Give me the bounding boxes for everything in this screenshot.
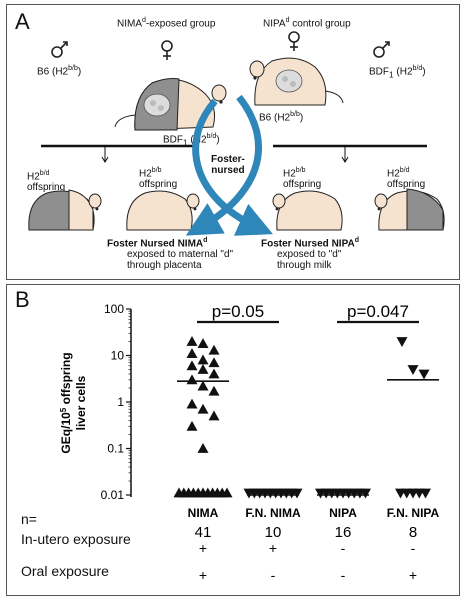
n-value: 10 [265, 524, 282, 541]
offspring-mouse-1 [28, 189, 102, 231]
male-symbol-right [373, 41, 390, 58]
offspring-mouse-3 [272, 190, 343, 231]
offspring-mouse-4 [374, 188, 445, 231]
data-point [186, 398, 198, 409]
x-category-label: F.N. NIPA [387, 506, 440, 520]
data-point [197, 338, 209, 349]
data-point [396, 337, 408, 348]
data-point [208, 368, 220, 379]
data-point [186, 374, 198, 385]
fn-nipa-title: Foster Nursed NIPAd [261, 237, 360, 250]
data-point [418, 369, 430, 380]
nipa-group-title: NIPAd control group [263, 17, 351, 30]
panel-a: A NIMAd-exposed group NIPAd control grou… [6, 4, 460, 280]
swap-arrow-to-right [192, 98, 273, 236]
fn-nima-title: Foster Nursed NIMAd [107, 237, 208, 250]
p-value-label: p=0.047 [347, 302, 409, 321]
panel-a-drawing [28, 31, 445, 236]
x-category-label: F.N. NIMA [245, 506, 301, 520]
in-utero-value: + [269, 540, 277, 556]
y-tick-label: 10 [111, 349, 125, 363]
male-right-label: BDF1 (H2b/d) [369, 65, 426, 80]
y-tick-label: 0.01 [101, 488, 125, 502]
data-point [197, 443, 209, 453]
fn-nima-line1: exposed to maternal "d" [127, 249, 234, 261]
fn-nima-caption: Foster Nursed NIMAd exposed to maternal … [107, 237, 233, 271]
in-utero-value: - [411, 540, 416, 556]
n-label: n= [21, 511, 37, 527]
n-value: 8 [409, 524, 417, 541]
panel-a-letter: A [15, 9, 30, 34]
data-point [420, 488, 431, 499]
data-point [186, 348, 198, 358]
data-point [197, 403, 209, 414]
fn-nipa-line1: exposed to "d" [277, 249, 342, 261]
nima-group-title: NIMAd-exposed group [117, 17, 216, 30]
in-utero-value: + [199, 540, 207, 556]
female-symbol-right [288, 31, 300, 51]
in-utero-label: In-utero exposure [21, 531, 131, 547]
n-value: 41 [195, 524, 212, 541]
y-tick-label: 100 [104, 302, 124, 316]
data-point [186, 360, 198, 371]
oral-value: - [341, 567, 346, 583]
data-point [197, 380, 209, 391]
x-category-label: NIPA [329, 506, 357, 520]
in-utero-value: - [341, 540, 346, 556]
oral-value: - [271, 567, 276, 583]
fn-nima-line2: through placenta [127, 260, 202, 272]
panel-b-letter: B [15, 287, 30, 312]
scatter-chart: 100 10 1 0.1 0.01 GEq/105 offspringliver cell… [59, 302, 440, 583]
offspring-mouse-2 [126, 190, 200, 231]
data-point [208, 357, 220, 368]
data-point [186, 420, 198, 431]
y-axis-label: GEq/105 offspringliver cells [59, 352, 89, 453]
data-point [221, 487, 233, 498]
data-point [197, 363, 209, 374]
data-point [208, 344, 220, 355]
data-point [360, 488, 371, 499]
mother-mouse-left [114, 78, 227, 131]
fn-nipa-caption: Foster Nursed NIPAd exposed to "d" throu… [261, 237, 359, 271]
swap-arrow-to-left [185, 94, 263, 236]
data-point [208, 385, 220, 396]
female-right-label: B6 (H2b/b) [259, 111, 304, 124]
y-tick-label: 0.1 [107, 442, 124, 456]
female-symbol-left [161, 40, 173, 60]
oral-label: Oral exposure [21, 563, 109, 579]
panel-b: B 100 10 1 0.1 0.01 GEq/105 offspringliver ce… [6, 284, 460, 596]
p-value-label: p=0.05 [212, 302, 264, 321]
data-point [291, 488, 303, 499]
male-symbol-left [51, 41, 68, 58]
fn-nipa-line2: through milk [277, 260, 332, 272]
data-point [197, 354, 209, 365]
mother-mouse-right [249, 57, 344, 106]
x-category-label: NIMA [188, 506, 219, 520]
data-point [208, 410, 220, 421]
data-point [186, 336, 198, 346]
male-left-label: B6 (H2b/b) [37, 65, 82, 78]
n-value: 16 [335, 524, 352, 541]
y-tick-label: 1 [117, 395, 124, 409]
data-point [407, 365, 419, 375]
oral-value: + [409, 567, 417, 583]
foster-nursed-label: Foster- nursed [211, 154, 245, 176]
oral-value: + [199, 567, 207, 583]
